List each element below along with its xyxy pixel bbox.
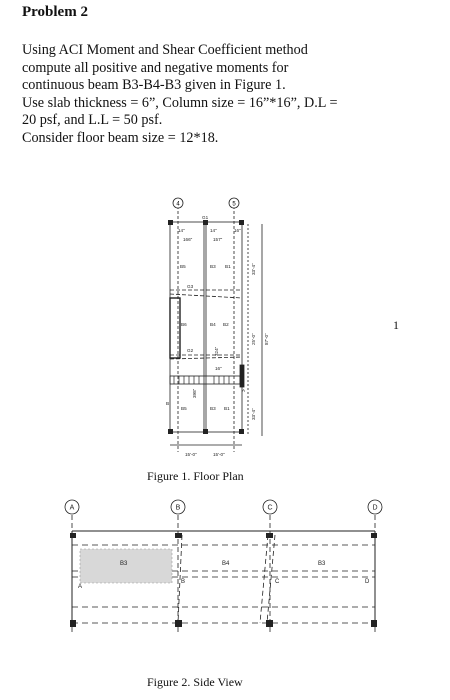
label-b1-top: B1	[225, 264, 231, 269]
column-6	[239, 429, 244, 434]
girder-g3-2	[169, 293, 243, 299]
label-b5-bottom: B5	[181, 406, 187, 411]
column-a-bottom	[70, 620, 76, 627]
label-14b: 14"	[210, 228, 217, 233]
statement-line-6: Consider floor beam size = 12*18.	[22, 129, 219, 146]
bubble-a	[64, 499, 80, 515]
label-16: 16"	[234, 228, 241, 233]
label-b6: B6	[181, 322, 187, 327]
label-b4: B4	[210, 322, 216, 327]
label-16b: 16"	[215, 366, 222, 371]
statement-line-4: Use slab thickness = 6”, Column size = 1…	[22, 94, 338, 111]
label-166: 166"	[183, 237, 193, 242]
bubble-label-b: B	[176, 505, 181, 512]
bubble-label-d: D	[372, 505, 377, 512]
statement-line-3: continuous beam B3-B4-B3 given in Figure…	[22, 77, 286, 93]
column-b-top	[175, 533, 182, 538]
label-157: 157"	[213, 237, 223, 242]
grid-bubble-4	[172, 197, 184, 209]
page-number: 1	[393, 318, 399, 332]
label-b-side: B	[166, 401, 169, 406]
label-b2: B2	[223, 322, 229, 327]
grid-bubble-5	[228, 197, 240, 209]
column-a-top	[70, 533, 76, 538]
label-b3-top: B3	[210, 264, 216, 269]
column-4	[168, 429, 173, 434]
label-dim-total: 87'-0"	[264, 333, 269, 345]
bubble-label-c: C	[267, 505, 272, 512]
label-dim-mid: 25'-0"	[251, 333, 256, 345]
column-2	[203, 220, 208, 225]
opening-left	[169, 297, 181, 359]
column-3	[239, 220, 244, 225]
beam-label-b3-right: B3	[318, 561, 326, 567]
column-1	[168, 220, 173, 225]
column-d-bottom	[371, 620, 377, 627]
bubble-label-a: A	[70, 505, 75, 512]
problem-title: Problem 2	[22, 4, 88, 20]
bubble-b	[170, 499, 186, 515]
col-label-a: A	[78, 584, 82, 590]
label-span-right: 15'-0"	[213, 452, 225, 457]
figure2-caption: Figure 2. Side View	[147, 675, 243, 689]
statement-line-5: 20 psf, and L.L = 50 psf.	[22, 112, 163, 128]
slant-c	[259, 534, 269, 624]
slant-c-2	[266, 534, 276, 624]
column-d-top	[371, 533, 377, 538]
column-5	[203, 429, 208, 434]
problem-statement: Using ACI Moment and Shear Coefficient m…	[22, 42, 432, 147]
side-view-figure: A B C D B3 B4 B3 A B C D	[64, 499, 383, 635]
label-g2: G2	[187, 348, 194, 353]
beam-label-b3-left: B3	[120, 561, 128, 567]
label-398: 398"	[192, 388, 197, 398]
bubble-c	[262, 499, 278, 515]
label-g3: G3	[187, 284, 194, 289]
statement-line-2: compute all positive and negative moment…	[22, 59, 289, 76]
stair-hatch	[173, 376, 230, 384]
figure1-caption: Figure 1. Floor Plan	[147, 469, 244, 483]
slant-b	[177, 534, 183, 624]
floor-plan-figure: 4 5 G1 14" 14" 16" 166" 157" B5 B3 B1 G3…	[166, 197, 269, 457]
grid-label-4: 4	[176, 202, 180, 208]
bubble-d	[367, 499, 383, 515]
hatched-panel	[79, 548, 173, 584]
col-label-d: D	[365, 579, 370, 585]
column-c-top	[266, 533, 273, 538]
stair-band	[169, 375, 241, 385]
column-marker	[239, 364, 245, 388]
label-b1-bottom: B1	[224, 406, 230, 411]
girder-g2-2	[169, 356, 243, 360]
col-label-c: C	[275, 579, 280, 585]
beam-label-b4: B4	[222, 561, 230, 567]
label-a: A	[242, 388, 246, 393]
label-dim-top: 33'-4"	[251, 263, 256, 275]
label-dim-bot: 33'-4"	[251, 408, 256, 420]
label-span-left: 15'-0"	[185, 452, 197, 457]
column-c-bottom	[266, 620, 273, 627]
label-g1: G1	[202, 215, 209, 220]
statement-line-1: Using ACI Moment and Shear Coefficient m…	[22, 42, 308, 58]
column-b-bottom	[175, 620, 182, 627]
label-b5-top: B5	[180, 264, 186, 269]
label-b3-bottom: B3	[210, 406, 216, 411]
label-14: 14"	[178, 228, 185, 233]
col-label-b: B	[181, 579, 185, 585]
grid-label-5: 5	[232, 202, 236, 208]
label-324: 324"	[214, 346, 219, 356]
